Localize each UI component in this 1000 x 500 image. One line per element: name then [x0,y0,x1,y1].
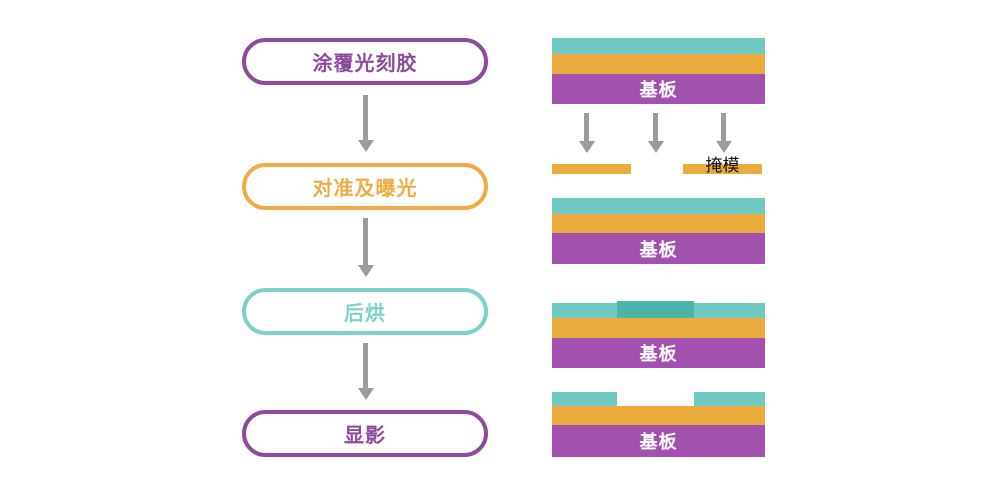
substrate-layer: 基板 [552,425,765,457]
flow-arrow-down-icon [357,95,374,152]
arrow-shaft [363,218,368,265]
stage-1-coated-stack: 基板 [552,38,765,104]
resist-segment-right [694,392,765,406]
photoresist-layer [552,198,765,214]
oxide-layer [552,406,765,425]
flow-step-align-expose: 对准及曝光 [242,163,488,210]
exposed-resist-region [617,301,694,318]
stage-2-exposed-stack: 基板 [552,198,765,264]
arrow-shaft [363,343,368,388]
substrate-label: 基板 [639,239,678,260]
exposure-arrow-down-icon [647,113,664,153]
stage-4-developed-stack: 基板 [552,392,765,457]
stage-3-baked-stack: 基板 [552,301,765,368]
arrow-shaft [584,113,589,141]
flow-step-label: 后烘 [344,303,386,325]
oxide-layer [552,318,765,338]
resist-segment-left [552,392,617,406]
arrow-head [357,265,374,277]
oxide-layer [552,214,765,233]
flow-arrow-down-icon [357,218,374,277]
arrow-head [647,141,664,153]
mask-bar-right [683,164,762,174]
oxide-layer [552,54,765,74]
exposure-arrow-down-icon [578,113,595,153]
arrow-shaft [653,113,658,141]
mask-bar-left [552,164,631,174]
arrow-head [357,388,374,400]
arrow-shaft [721,113,726,141]
photoresist-layer [552,38,765,54]
photoresist-layer [552,392,765,406]
flow-step-label: 显影 [344,425,386,447]
flow-step-post-bake: 后烘 [242,288,488,335]
substrate-label: 基板 [639,344,678,364]
substrate-label: 基板 [639,432,678,452]
flow-step-coat-photoresist: 涂覆光刻胶 [242,38,488,85]
flow-arrow-down-icon [357,343,374,400]
flow-step-label: 涂覆光刻胶 [312,53,418,75]
arrow-head [715,141,732,153]
arrow-head [357,140,374,152]
substrate-label: 基板 [639,80,678,100]
flow-step-develop: 显影 [242,410,488,457]
flow-step-label: 对准及曝光 [312,178,418,200]
exposure-arrow-down-icon [715,113,732,153]
substrate-layer: 基板 [552,233,765,264]
mask-label: 掩模 [705,156,740,175]
arrow-shaft [363,95,368,140]
arrow-head [578,141,595,153]
substrate-layer: 基板 [552,74,765,104]
photoresist-layer [552,301,765,318]
substrate-layer: 基板 [552,338,765,368]
